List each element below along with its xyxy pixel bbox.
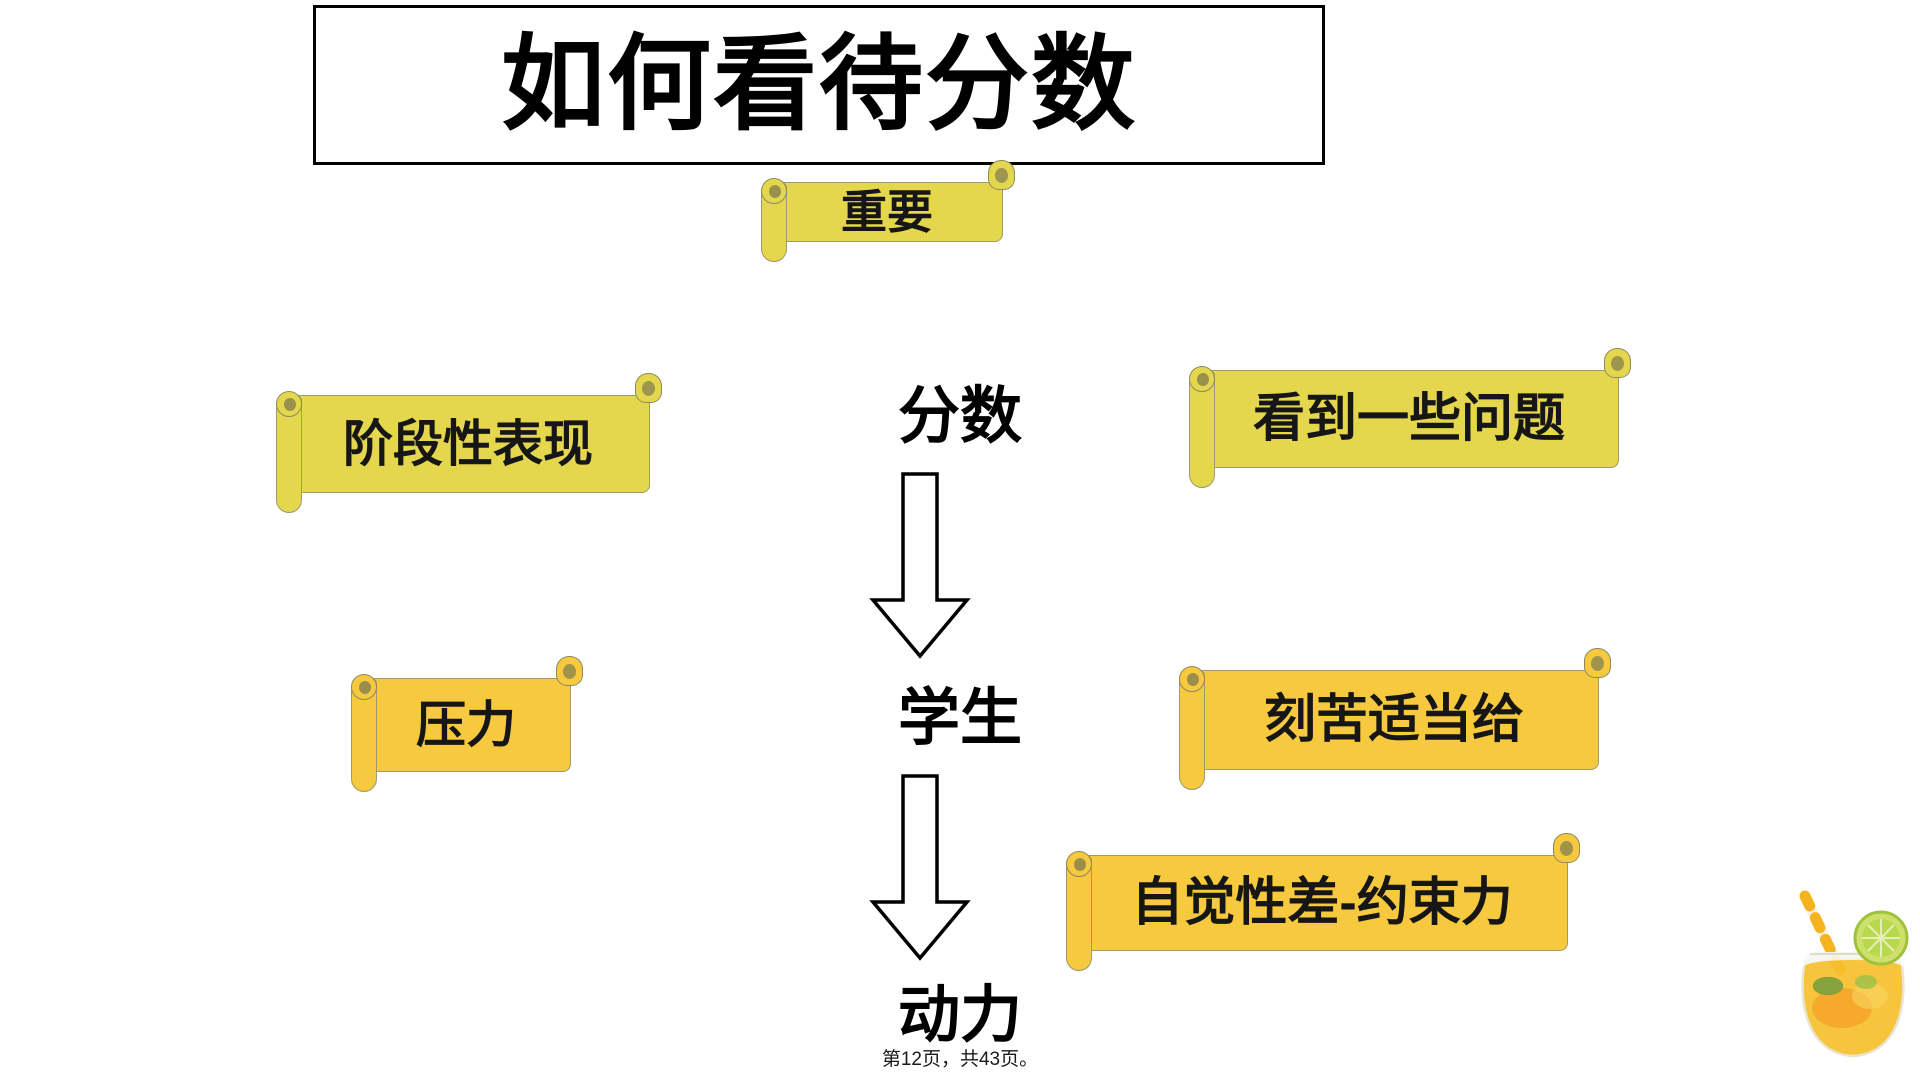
scroll-curl-left-icon: [1066, 851, 1092, 877]
scroll-curl-right-icon: [1584, 648, 1611, 678]
chain-node-score: 分数: [897, 382, 1022, 451]
scroll-curl-right-icon: [1604, 348, 1631, 378]
banner-self-discipline[interactable]: 自觉性差-约束力: [1062, 833, 1582, 973]
banner-diligence-reward[interactable]: 刻苦适当给: [1175, 648, 1613, 792]
scroll-curl-right-icon: [556, 656, 583, 686]
title-box: 如何看待分数: [313, 5, 1325, 165]
banner-see-problems[interactable]: 看到一些问题: [1185, 348, 1633, 490]
scroll-curl-left-icon: [1179, 666, 1205, 692]
banner-body-self-discipline: 自觉性差-约束力: [1076, 855, 1568, 951]
orange-drink-glass-icon: [1788, 858, 1918, 1073]
arrow-down-2: [855, 772, 985, 962]
banner-body-diligence-reward: 刻苦适当给: [1189, 670, 1599, 770]
chain-node-motivation: 动力: [897, 981, 1022, 1050]
scroll-curl-right-icon: [1553, 833, 1580, 863]
banner-pressure[interactable]: 压力: [347, 656, 585, 794]
page-title: 如何看待分数: [500, 27, 1137, 143]
banner-label-see-problems: 看到一些问题: [1252, 390, 1565, 448]
scroll-curl-left-icon: [761, 178, 787, 204]
banner-body-important: 重要: [771, 182, 1003, 242]
scroll-curl-left-icon: [276, 391, 302, 417]
banner-label-important: 重要: [841, 186, 933, 238]
banner-body-see-problems: 看到一些问题: [1199, 370, 1619, 468]
banner-label-stage-performance: 阶段性表现: [343, 416, 593, 472]
banner-label-pressure: 压力: [416, 697, 516, 753]
banner-important[interactable]: 重要: [757, 160, 1017, 264]
arrow-down-1: [855, 470, 985, 660]
banner-label-diligence-reward: 刻苦适当给: [1263, 691, 1524, 749]
banner-stage-performance[interactable]: 阶段性表现: [272, 373, 664, 515]
banner-label-self-discipline: 自觉性差-约束力: [1131, 874, 1513, 932]
chain-node-student: 学生: [897, 684, 1022, 753]
scroll-curl-left-icon: [351, 674, 377, 700]
scroll-curl-right-icon: [635, 373, 662, 403]
footer-page-indicator: 第12页，共43页。: [881, 1049, 1039, 1070]
scroll-curl-right-icon: [988, 160, 1015, 190]
scroll-curl-left-icon: [1189, 366, 1215, 392]
banner-body-stage-performance: 阶段性表现: [286, 395, 650, 493]
banner-body-pressure: 压力: [361, 678, 571, 772]
